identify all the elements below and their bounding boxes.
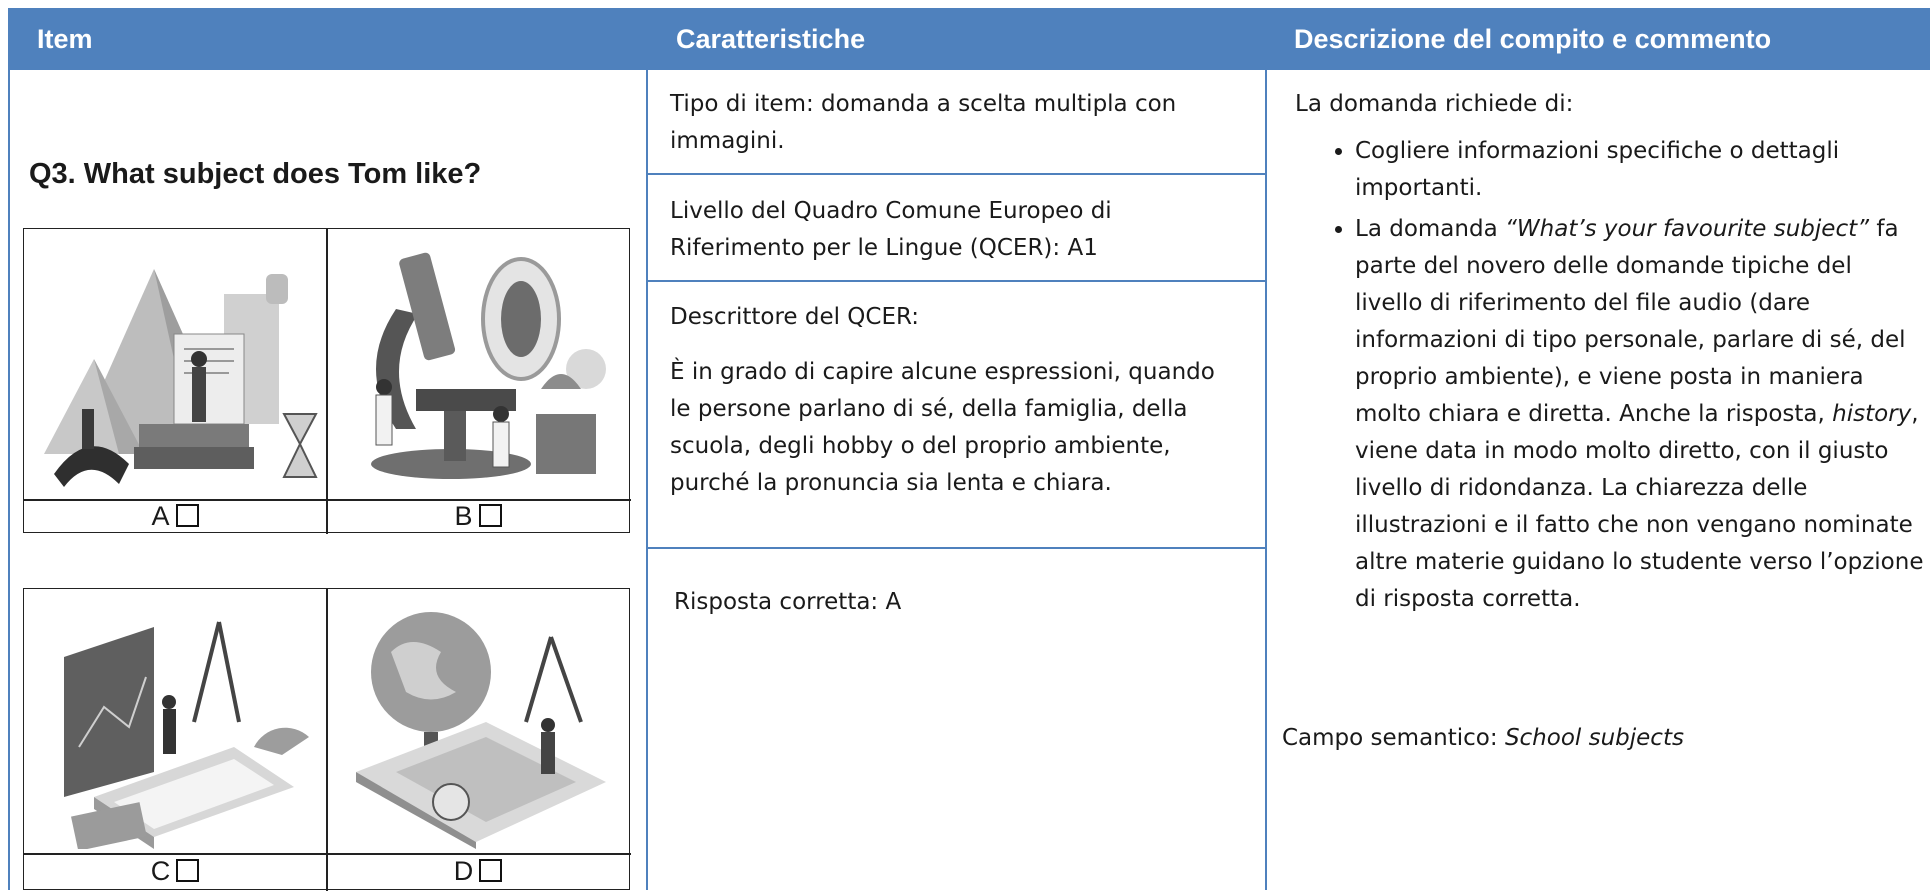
bullet-text-mid: fa parte del novero delle domande tipich…	[1355, 216, 1906, 427]
history-illustration-icon	[44, 269, 318, 487]
table-border-left	[8, 70, 10, 890]
options-grid-top: A B	[23, 228, 631, 534]
grid-divider	[24, 499, 631, 501]
grid-divider	[326, 229, 328, 534]
checkbox-icon[interactable]	[479, 859, 503, 882]
checkbox-icon[interactable]	[175, 504, 199, 527]
campo-label: Campo semantico:	[1282, 725, 1505, 751]
description-bullet: Cogliere informazioni specifiche o detta…	[1355, 133, 1925, 207]
bullet-text-pre: La domanda	[1355, 216, 1505, 242]
option-b-label[interactable]: B	[327, 499, 629, 534]
grid-divider	[326, 589, 328, 891]
bullet-emphasis: history	[1832, 401, 1912, 427]
geography-illustration-icon	[356, 612, 606, 849]
question-text: Q3. What subject does Tom like?	[29, 158, 482, 190]
descrittore-title: Descrittore del QCER:	[670, 304, 920, 330]
header-descrizione: Descrizione del compito e commento	[1294, 24, 1772, 54]
tipo-item-text: Tipo di item: domanda a scelta multipla …	[670, 91, 1177, 154]
risposta-corretta: Risposta corretta: A	[674, 589, 902, 615]
description-cell: La domanda richiede di: Cogliere informa…	[1295, 86, 1925, 622]
option-letter: C	[150, 856, 171, 886]
bullet-quote: “What’s your favourite subject”	[1504, 216, 1870, 242]
grid-divider	[24, 853, 631, 855]
bullet-text: Cogliere informazioni specifiche o detta…	[1355, 138, 1840, 201]
header-caratteristiche: Caratteristiche	[676, 24, 866, 54]
row-divider	[648, 547, 1265, 549]
header-item: Item	[37, 24, 93, 54]
column-divider-2	[1265, 70, 1267, 890]
option-d-label[interactable]: D	[327, 853, 629, 889]
option-letter: A	[151, 501, 170, 531]
descrittore-text: È in grado di capire alcune espressioni,…	[670, 359, 1215, 496]
checkbox-icon[interactable]	[478, 504, 502, 527]
science-illustration-icon	[371, 252, 606, 479]
row-divider	[648, 280, 1265, 282]
option-letter: D	[453, 856, 474, 886]
column-divider-1	[646, 70, 648, 890]
campo-semantico: Campo semantico: School subjects	[1282, 720, 1922, 757]
maths-illustration-icon	[64, 621, 309, 849]
description-list: Cogliere informazioni specifiche o detta…	[1295, 133, 1925, 618]
option-a-label[interactable]: A	[24, 499, 326, 534]
checkbox-icon[interactable]	[176, 859, 200, 882]
item-table: Item Caratteristiche Descrizione del com…	[8, 8, 1930, 890]
row-divider	[648, 173, 1265, 175]
option-letter: B	[454, 501, 473, 531]
description-intro: La domanda richiede di:	[1295, 91, 1574, 117]
table-header: Item Caratteristiche Descrizione del com…	[8, 8, 1930, 70]
description-bullet: La domanda “What’s your favourite subjec…	[1355, 211, 1925, 618]
campo-value: School subjects	[1504, 725, 1684, 751]
options-grid-bottom: C D	[23, 588, 631, 891]
option-c-label[interactable]: C	[24, 853, 326, 889]
bullet-text-post: , viene data in modo molto diretto, con …	[1355, 401, 1924, 612]
livello-qcer-text: Livello del Quadro Comune Europeo di Rif…	[670, 198, 1112, 261]
